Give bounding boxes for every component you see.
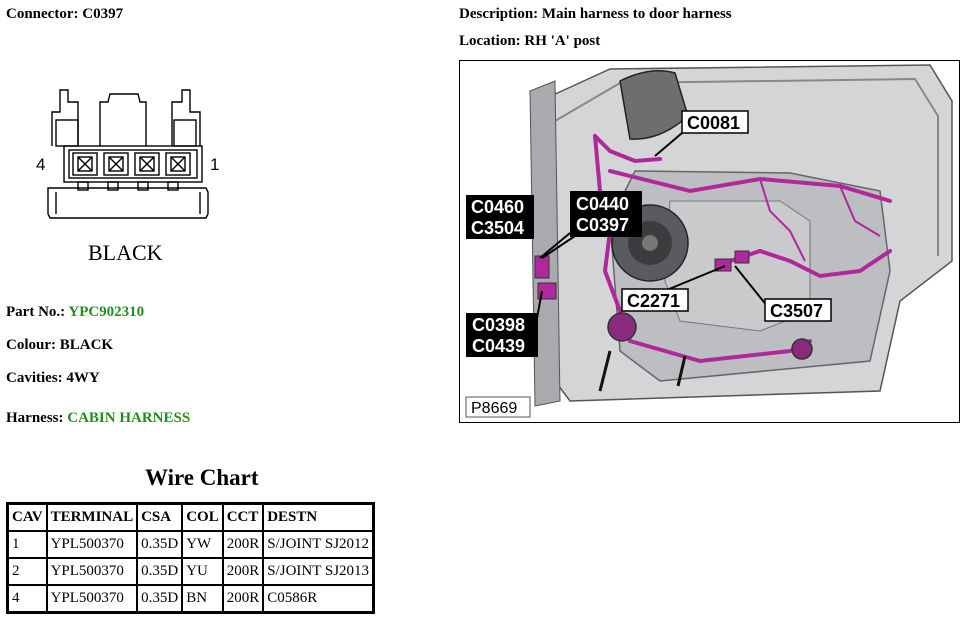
colour-caption: BLACK [88, 240, 163, 265]
harness-line: Harness: CABIN HARNESS [6, 410, 190, 427]
wire-chart-title: Wire Chart [145, 465, 259, 490]
location-line: Location: RH 'A' post [459, 33, 600, 50]
cell-csa: 0.35D [136, 557, 184, 586]
table-row: 4 YPL500370 0.35D BN 200R C0586R [6, 584, 375, 614]
harness-label: Harness: [6, 410, 64, 426]
callout-c2271: C2271 [621, 288, 689, 312]
cell-terminal: YPL500370 [45, 557, 139, 586]
svg-text:C0081: C0081 [687, 113, 740, 133]
table-row: 2 YPL500370 0.35D YU 200R S/JOINT SJ2013 [6, 557, 375, 586]
col-terminal: TERMINAL [45, 502, 139, 532]
photo-callouts: C0081 C0460 C3504 C0440 C0397 C2271 C350… [465, 110, 832, 418]
pin-number-left: 4 [36, 155, 45, 174]
cell-cav: 1 [6, 530, 48, 559]
callout-c3507: C3507 [764, 298, 832, 322]
svg-text:C0440: C0440 [576, 194, 629, 214]
cell-cct: 200R [221, 557, 265, 586]
svg-text:C0439: C0439 [472, 336, 525, 356]
cell-col: YW [181, 530, 224, 559]
colour-line: Colour: BLACK [6, 337, 113, 354]
cell-csa: 0.35D [136, 530, 184, 559]
location-photo: C0081 C0460 C3504 C0440 C0397 C2271 C350… [459, 60, 960, 423]
svg-text:C0397: C0397 [576, 215, 629, 235]
svg-text:P8669: P8669 [471, 400, 517, 417]
cell-csa: 0.35D [136, 584, 184, 614]
cavities-value: 4WY [66, 370, 100, 386]
callout-c0440-c0397: C0440 C0397 [570, 191, 642, 237]
col-csa: CSA [136, 502, 184, 532]
description-label: Description: [459, 6, 539, 22]
col-cav: CAV [6, 502, 48, 532]
cell-terminal: YPL500370 [45, 584, 139, 614]
part-no-label: Part No.: [6, 304, 66, 320]
harness-value[interactable]: CABIN HARNESS [67, 410, 191, 426]
col-destn: DESTN [262, 502, 375, 532]
col-cct: CCT [221, 502, 265, 532]
location-value: RH 'A' post [524, 33, 601, 49]
location-label: Location: [459, 33, 521, 49]
connector-value: C0397 [82, 6, 124, 22]
cell-destn: C0586R [262, 584, 375, 614]
description-value: Main harness to door harness [541, 6, 732, 22]
callout-c0398-c0439: C0398 C0439 [466, 313, 538, 357]
cell-cct: 200R [221, 584, 265, 614]
photo-reference: P8669 [465, 396, 531, 418]
svg-text:C0398: C0398 [472, 315, 525, 335]
cell-col: BN [181, 584, 224, 614]
svg-text:C3507: C3507 [770, 301, 823, 321]
connector-face-diagram: 4 1 [36, 89, 219, 219]
connector-line: Connector: C0397 [6, 6, 123, 23]
cell-destn: S/JOINT SJ2012 [262, 530, 375, 559]
cell-cct: 200R [221, 530, 265, 559]
connector-label: Connector: [6, 6, 79, 22]
wire-chart-header-row: CAV TERMINAL CSA COL CCT DESTN [6, 502, 375, 532]
description-line: Description: Main harness to door harnes… [459, 6, 732, 23]
cavity-cells [72, 152, 191, 176]
wire-chart-table: CAV TERMINAL CSA COL CCT DESTN 1 YPL5003… [6, 502, 376, 614]
cell-terminal: YPL500370 [45, 530, 139, 559]
cell-cav: 4 [6, 584, 48, 614]
callout-c0460-c3504: C0460 C3504 [466, 195, 534, 239]
cell-cav: 2 [6, 557, 48, 586]
colour-value: BLACK [59, 337, 114, 353]
svg-text:C2271: C2271 [627, 291, 680, 311]
callout-c0081: C0081 [681, 110, 749, 134]
colour-label: Colour: [6, 337, 56, 353]
table-row: 1 YPL500370 0.35D YW 200R S/JOINT SJ2012 [6, 530, 375, 559]
col-col: COL [181, 502, 224, 532]
svg-text:C0460: C0460 [471, 197, 524, 217]
cavities-label: Cavities: [6, 370, 63, 386]
cell-col: YU [181, 557, 224, 586]
pin-number-right: 1 [210, 155, 219, 174]
part-no-value[interactable]: YPC902310 [68, 304, 145, 320]
part-no-line: Part No.: YPC902310 [6, 304, 144, 321]
cell-destn: S/JOINT SJ2013 [262, 557, 375, 586]
cavities-line: Cavities: 4WY [6, 370, 100, 387]
svg-text:C3504: C3504 [471, 218, 524, 238]
door-illustration: C0081 C0460 C3504 C0440 C0397 C2271 C350… [465, 64, 953, 418]
